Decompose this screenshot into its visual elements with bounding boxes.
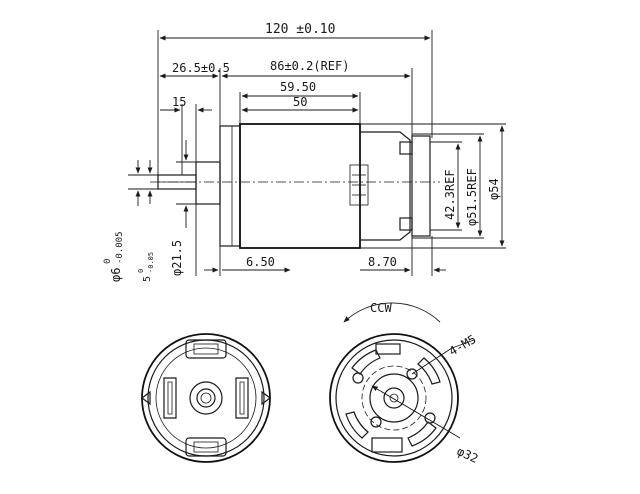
motor-can xyxy=(239,123,361,249)
dim-boss-depth: 6.50 xyxy=(246,255,275,269)
front-cap xyxy=(219,125,241,247)
rear-cap xyxy=(411,135,431,237)
dim-terminal-height: 42.3REF xyxy=(443,169,457,220)
side-view: 120 ±0.10 26.5±0.5 86±0.2(REF) 59.50 50 … xyxy=(103,22,506,282)
mount-hole-1 xyxy=(352,372,364,384)
mount-hole-3 xyxy=(424,412,436,424)
mount-hole-2 xyxy=(406,368,418,380)
dim-outer-dia: φ54 xyxy=(487,178,501,200)
terminal-tab-bottom xyxy=(185,437,227,457)
rotation-label: CCW xyxy=(370,301,392,315)
dim-can-length-outer: 59.50 xyxy=(280,80,316,94)
dim-boss-dia: φ21.5 xyxy=(170,240,184,276)
dim-overall-length: 120 ±0.10 xyxy=(265,22,335,37)
dim-shaft-dia: φ6 xyxy=(109,268,123,282)
terminal-tab-top xyxy=(185,339,227,359)
bolt-circle-label: φ32 xyxy=(455,444,481,466)
dim-shaft-tol-upper: 0 xyxy=(103,259,113,264)
rear-endbell xyxy=(359,131,411,241)
dim-shaft-flat-tol-upper: 0 xyxy=(137,269,145,273)
dim-body-ref-length: 86±0.2(REF) xyxy=(270,59,349,73)
boss xyxy=(195,161,221,205)
dim-can-dia-ref: φ51.5REF xyxy=(465,168,479,226)
holes-label: 4-M5 xyxy=(447,332,479,359)
dim-shaft-flat-tol-lower: -0.05 xyxy=(147,252,155,273)
dim-shaft-flat: 5 xyxy=(142,276,153,282)
front-view: CCW 4-M5 φ32 xyxy=(329,301,481,466)
dim-shaft-length: 15 xyxy=(172,95,186,109)
dim-front-to-mount: 26.5±0.5 xyxy=(172,61,230,75)
mount-hole-4 xyxy=(370,416,382,428)
dim-can-length-inner: 50 xyxy=(293,95,307,109)
dim-shaft-tol-lower: -0.005 xyxy=(115,231,125,264)
dim-terminal-offset: 8.70 xyxy=(368,255,397,269)
rear-end-view xyxy=(141,333,271,463)
